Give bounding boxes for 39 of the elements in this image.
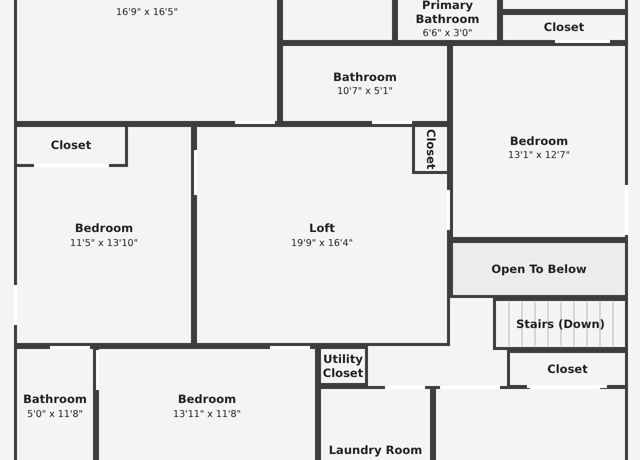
room-area	[395, 0, 500, 43]
room-area	[318, 386, 433, 460]
room-dimensions: 11'5" x 13'10"	[70, 238, 138, 249]
room-area	[14, 0, 280, 124]
room-name: Laundry Room	[328, 442, 422, 457]
room-name: Bathroom	[23, 392, 87, 407]
room-area	[14, 124, 194, 346]
room-area	[412, 124, 450, 174]
room-dimensions: 13'11" x 11'8"	[173, 408, 241, 420]
room-dimensions: 19'9" x 16'4"	[291, 238, 353, 249]
room-name: Bedroom	[510, 134, 568, 148]
room-area	[96, 346, 318, 460]
room-name: Bedroom	[74, 221, 134, 236]
room-area	[14, 124, 128, 167]
room-area	[500, 12, 628, 43]
room-area	[507, 350, 628, 388]
room-area	[194, 124, 450, 346]
room-name: Closet	[547, 362, 588, 376]
room-dimensions: 6'6" x 3'0"	[422, 28, 472, 40]
room-name: Closet	[50, 138, 92, 153]
room-area	[280, 43, 450, 124]
room-dimensions: 5'0" x 11'8"	[27, 408, 83, 420]
room-area	[318, 346, 368, 386]
room-dimensions: 16'9" x 16'5"	[116, 7, 178, 18]
room-name: Bedroom	[178, 392, 236, 407]
room-name: Primary Bathroom	[414, 0, 480, 26]
room-name: Closet	[424, 128, 438, 170]
room-name: Closet	[544, 20, 584, 35]
room-area	[14, 346, 96, 460]
room-area	[493, 298, 628, 350]
room-name: Utility Closet	[322, 352, 364, 380]
room-area	[450, 43, 628, 240]
room-name: Stairs (Down)	[516, 316, 605, 332]
room-name: Loft	[309, 221, 335, 236]
room-dimensions: 10'7" x 5'1"	[337, 86, 393, 98]
room-name: Bathroom	[333, 70, 397, 84]
room-name: Open To Below	[491, 262, 587, 276]
room-area	[450, 240, 628, 298]
room-dimensions: 13'1" x 12'7"	[508, 150, 570, 162]
